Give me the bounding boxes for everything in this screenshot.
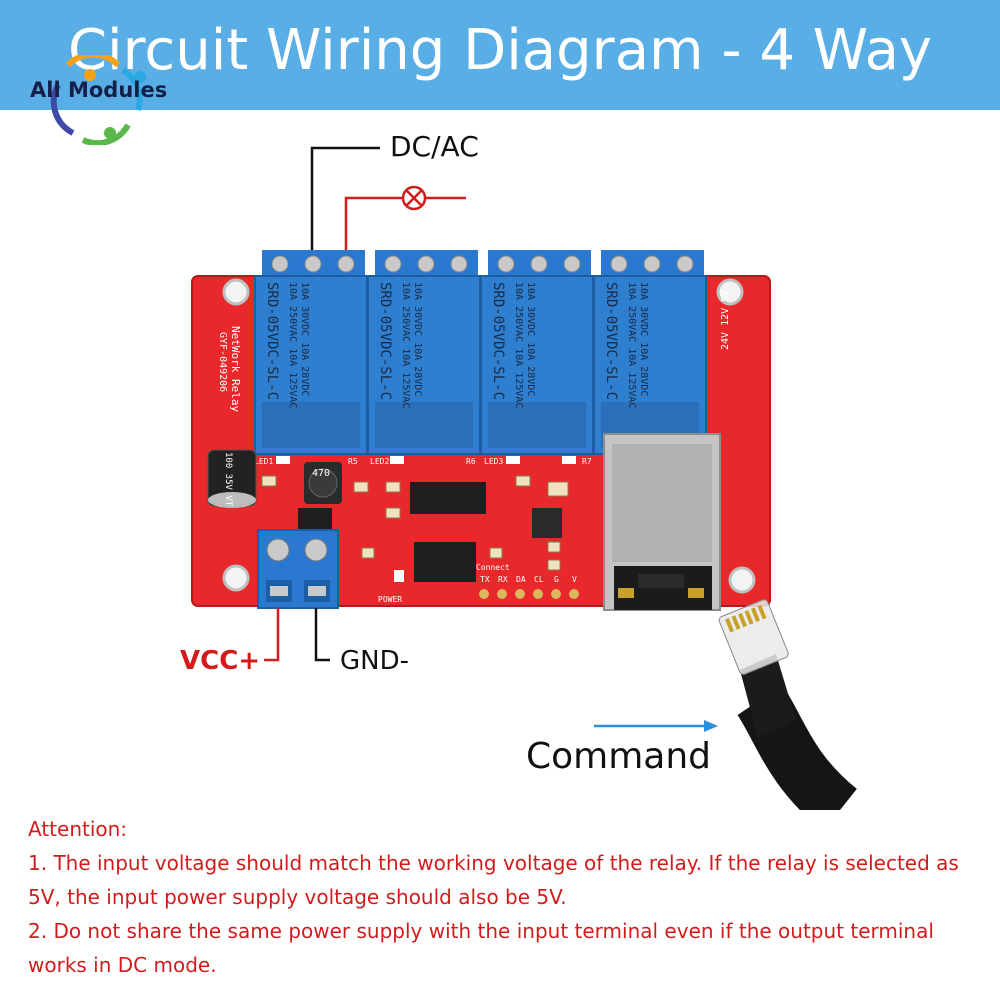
relay-4-rating-b: 10A 30VDC 10A 28VDC [638, 282, 649, 396]
connect-label: Connect [476, 563, 510, 572]
serial-header [479, 589, 579, 599]
gnd-label: GND- [340, 646, 409, 676]
relay-3-marking: SRD-05VDC-SL-C [490, 282, 506, 400]
serial-label-rx: RX [498, 575, 508, 584]
smd-components [261, 475, 569, 571]
resistor-label-2: R6 [466, 457, 476, 466]
relay-3-rating-b: 10A 30VDC 10A 28VDC [525, 282, 536, 396]
led-label-1: LED1 [254, 457, 273, 466]
power-label: POWER [378, 595, 402, 604]
ic-chip-1 [410, 482, 486, 514]
header-banner: Circuit Wiring Diagram - 4 Way [0, 0, 1000, 110]
relay-2-marking: SRD-05VDC-SL-C [377, 282, 393, 400]
ic-chip-2 [414, 542, 476, 582]
relay-2-rating-a: 10A 250VAC 10A 125VAC [400, 282, 411, 408]
attention-note-1: 1. The input voltage should match the wo… [28, 851, 959, 909]
resistor-label-1: R5 [348, 457, 358, 466]
board-code: GYF-049206 [217, 332, 228, 392]
gnd-wire [314, 608, 330, 662]
vcc-label: VCC+ [180, 646, 261, 676]
ethernet-cable-icon [718, 599, 858, 832]
command-label: Command [526, 736, 712, 777]
serial-label-cl: CL [534, 575, 544, 584]
resistor-label-3: R7 [582, 457, 592, 466]
relay-4 [593, 250, 707, 455]
relay-board: SRD-05VDC-SL-C 10A 250VAC 10A 125VAC 10A… [191, 250, 771, 611]
relay-1-marking: SRD-05VDC-SL-C [264, 282, 280, 400]
relay-1-rating-a: 10A 250VAC 10A 125VAC [287, 282, 298, 408]
lamp-icon [401, 185, 427, 211]
attention-note-2: 2. Do not share the same power supply wi… [28, 919, 934, 977]
relay-1 [254, 250, 368, 455]
relay-2-rating-b: 10A 30VDC 10A 28VDC [412, 282, 423, 396]
vcc-wire [264, 608, 280, 662]
electrolytic-capacitor: 100 35V VT [207, 449, 257, 508]
ic-chip-3 [532, 508, 562, 538]
serial-label-da: DA [516, 575, 526, 584]
dcac-wire [310, 146, 380, 262]
led-label-2: LED2 [370, 457, 389, 466]
command-arrow-icon [594, 720, 718, 732]
inductor: 470 [304, 462, 342, 504]
power-terminal [257, 529, 339, 609]
wiring-diagram-svg: SRD-05VDC-SL-C 10A 250VAC 10A 125VAC 10A… [191, 146, 858, 832]
relay-1-rating-b: 10A 30VDC 10A 28VDC [299, 282, 310, 396]
ethernet-port [603, 433, 721, 611]
brand-logo-icon [50, 55, 146, 145]
voltage-options: 24V 12V 5V [720, 290, 731, 350]
status-leds [276, 456, 576, 582]
led-label-3: LED3 [484, 457, 503, 466]
load-wire [344, 196, 466, 262]
dcac-label: DC/AC [390, 130, 479, 163]
page-title: Circuit Wiring Diagram - 4 Way [67, 18, 933, 83]
board-name: NetWork Relay [229, 326, 242, 412]
brand-logo-text: All Modules [30, 78, 168, 102]
relay-4-rating-a: 10A 250VAC 10A 125VAC [626, 282, 637, 408]
serial-label-tx: TX [480, 575, 490, 584]
serial-label-v: V [572, 575, 577, 584]
relay-2 [367, 250, 481, 455]
capacitor-label: 100 35V VT [223, 452, 233, 507]
wiring-diagram: SRD-05VDC-SL-C 10A 250VAC 10A 125VAC 10A… [0, 110, 1000, 832]
attention-notes: Attention: 1. The input voltage should m… [28, 812, 972, 982]
relay-3-rating-a: 10A 250VAC 10A 125VAC [513, 282, 524, 408]
attention-heading: Attention: [28, 817, 128, 841]
serial-label-g: G [554, 575, 559, 584]
inductor-label: 470 [312, 468, 330, 479]
relay-4-marking: SRD-05VDC-SL-C [603, 282, 619, 400]
relay-3 [480, 250, 594, 455]
